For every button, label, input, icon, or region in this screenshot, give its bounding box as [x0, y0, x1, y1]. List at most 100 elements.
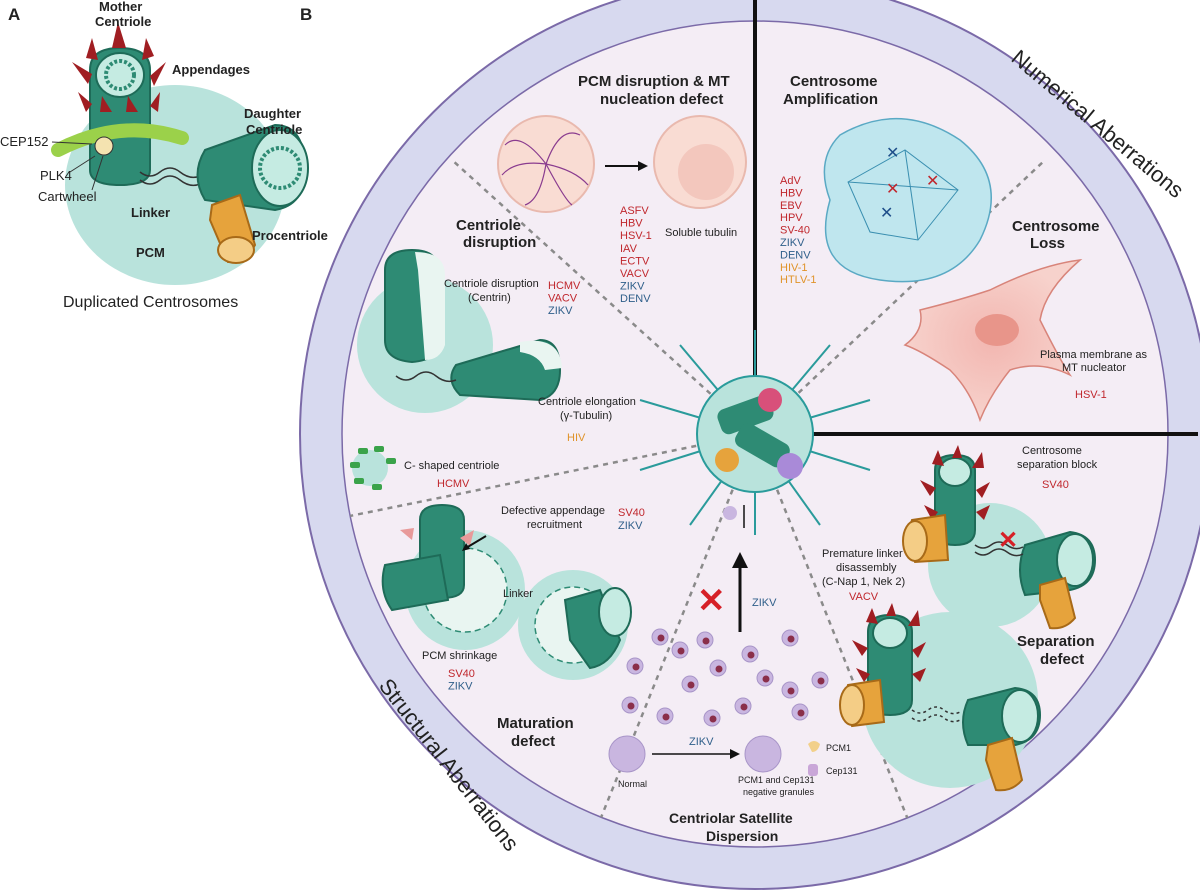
arrow-head-icon: [732, 552, 748, 568]
disruption-note-1: Centriole disruption: [444, 278, 539, 290]
appendage-icon: [908, 610, 920, 626]
virus-label: EBV: [780, 200, 803, 212]
granule-core-icon: [627, 702, 635, 710]
virus-label: SV40: [618, 507, 645, 519]
procentriole-label: Procentriole: [252, 228, 328, 243]
centriole-lumen: [598, 587, 632, 637]
granule-core-icon: [787, 635, 795, 643]
linker-note-2: disassembly: [836, 562, 897, 574]
granule-icon: [723, 506, 737, 520]
plk4-pointer: [69, 155, 96, 173]
pcm-label: PCM: [136, 245, 165, 260]
loss-title-2: Loss: [1030, 235, 1065, 252]
disrupted-gap: [520, 340, 562, 370]
linker-note-1: Premature linker: [822, 548, 903, 560]
virus-label: ZIKV: [448, 681, 473, 693]
block-note-2: separation block: [1017, 459, 1098, 471]
dashed-divider: [342, 432, 756, 522]
appendage-icon: [920, 480, 936, 496]
granule-core-icon: [657, 634, 665, 642]
virus-particle-icon: [777, 453, 803, 479]
granule-core-icon: [747, 651, 755, 659]
sector-separation: ✕ Centrosome separation block SV40 Prema…: [822, 445, 1098, 792]
normal-label: Normal: [618, 779, 647, 789]
appendage-icon: [932, 450, 944, 466]
virus-label: HPV: [780, 212, 803, 224]
virus-particle-icon: [715, 448, 739, 472]
mother-centriole-label-1: Mother: [99, 0, 142, 14]
appendage-note-2: recruitment: [527, 519, 582, 531]
centriole-lumen: [938, 457, 972, 487]
dashed-divider: [451, 159, 756, 435]
pcm1-legend-label: PCM1: [826, 743, 851, 753]
negative-granule-icon: [744, 735, 782, 773]
virus-label: VACV: [548, 293, 578, 305]
virus-label: SV40: [448, 668, 475, 680]
dashed-divider: [753, 433, 922, 847]
c-shaped-label: C- shaped centriole: [404, 460, 499, 472]
plk4-label: PLK4: [40, 168, 72, 183]
centriole-lumen: [872, 617, 908, 649]
daughter-centriole: [196, 123, 309, 212]
centriole-disruption-title-2: disruption: [463, 234, 536, 251]
appendage-icon: [400, 528, 414, 540]
virus-label: AdV: [780, 175, 801, 187]
cep152-ring: [51, 123, 189, 157]
broken-linker-fiber: [911, 714, 961, 723]
appendage-icon: [976, 505, 990, 520]
disrupted-gap: [415, 252, 445, 360]
arrow-head-icon: [730, 749, 740, 759]
elongation-note-1: Centriole elongation: [538, 396, 636, 408]
linker-virus: VACV: [849, 591, 879, 603]
centriole-lumen: [1056, 533, 1094, 587]
linker-note-3: (C-Nap 1, Nek 2): [822, 576, 905, 588]
appendage-icon: [78, 92, 92, 112]
satellite-title-1: Centriolar Satellite: [669, 810, 793, 826]
satellite-title-2: Dispersion: [706, 828, 778, 844]
appendage-icon: [972, 452, 984, 468]
chromosome-icon: ✕: [886, 145, 899, 162]
linker-fiber: [974, 541, 1024, 550]
normal-granule-icon: [608, 735, 646, 773]
cep152-label: CEP152: [0, 134, 48, 149]
maturation-title-1: Maturation: [497, 715, 574, 732]
c-shaped-centriole-icon: [350, 446, 396, 490]
pcm1-legend-icon: [808, 741, 820, 752]
virus-label: ECTV: [620, 255, 650, 267]
satellite-zikv-lower: ZIKV: [689, 736, 714, 748]
panel-b-label: B: [300, 5, 312, 24]
appendage-icon: [86, 38, 98, 60]
dashed-divider: [754, 159, 1046, 435]
procentriole-lumen: [902, 520, 928, 562]
separation-title-2: defect: [1040, 651, 1084, 668]
arrow-icon: [465, 535, 487, 549]
pcm-disruption-title-2: nucleation defect: [600, 91, 723, 108]
procentriole-icon: [984, 736, 1024, 792]
granule-core-icon: [797, 709, 805, 717]
loss-virus: HSV-1: [1075, 389, 1107, 401]
virus-particle-icon: [758, 388, 782, 412]
elongation-note-2: (γ-Tubulin): [560, 410, 612, 422]
sector-maturation: Defective appendage recruitment SV40ZIKV…: [381, 503, 645, 750]
mother-centriole-label-2: Centriole: [95, 14, 151, 29]
appendage-icon: [100, 96, 112, 112]
pcm-shrinkage-label: PCM shrinkage: [422, 650, 497, 662]
amplification-title-2: Amplification: [783, 91, 878, 108]
maturation-linker-label: Linker: [503, 588, 533, 600]
granule-core-icon: [787, 687, 795, 695]
sector-loss: Centrosome Loss Plasma membrane as MT nu…: [903, 218, 1147, 423]
daughter-centriole-icon: [381, 553, 450, 612]
chromosome-icon: ✕: [880, 205, 893, 222]
granule-core-icon: [677, 647, 685, 655]
loss-note-2: MT nucleator: [1062, 362, 1126, 374]
elongation-virus: HIV: [567, 432, 586, 444]
arrow-head-icon: [638, 161, 648, 171]
procentriole-icon: [1039, 576, 1077, 630]
maturation-title-2: defect: [511, 733, 555, 750]
pcm-disruption-title-1: PCM disruption & MT: [578, 73, 730, 90]
